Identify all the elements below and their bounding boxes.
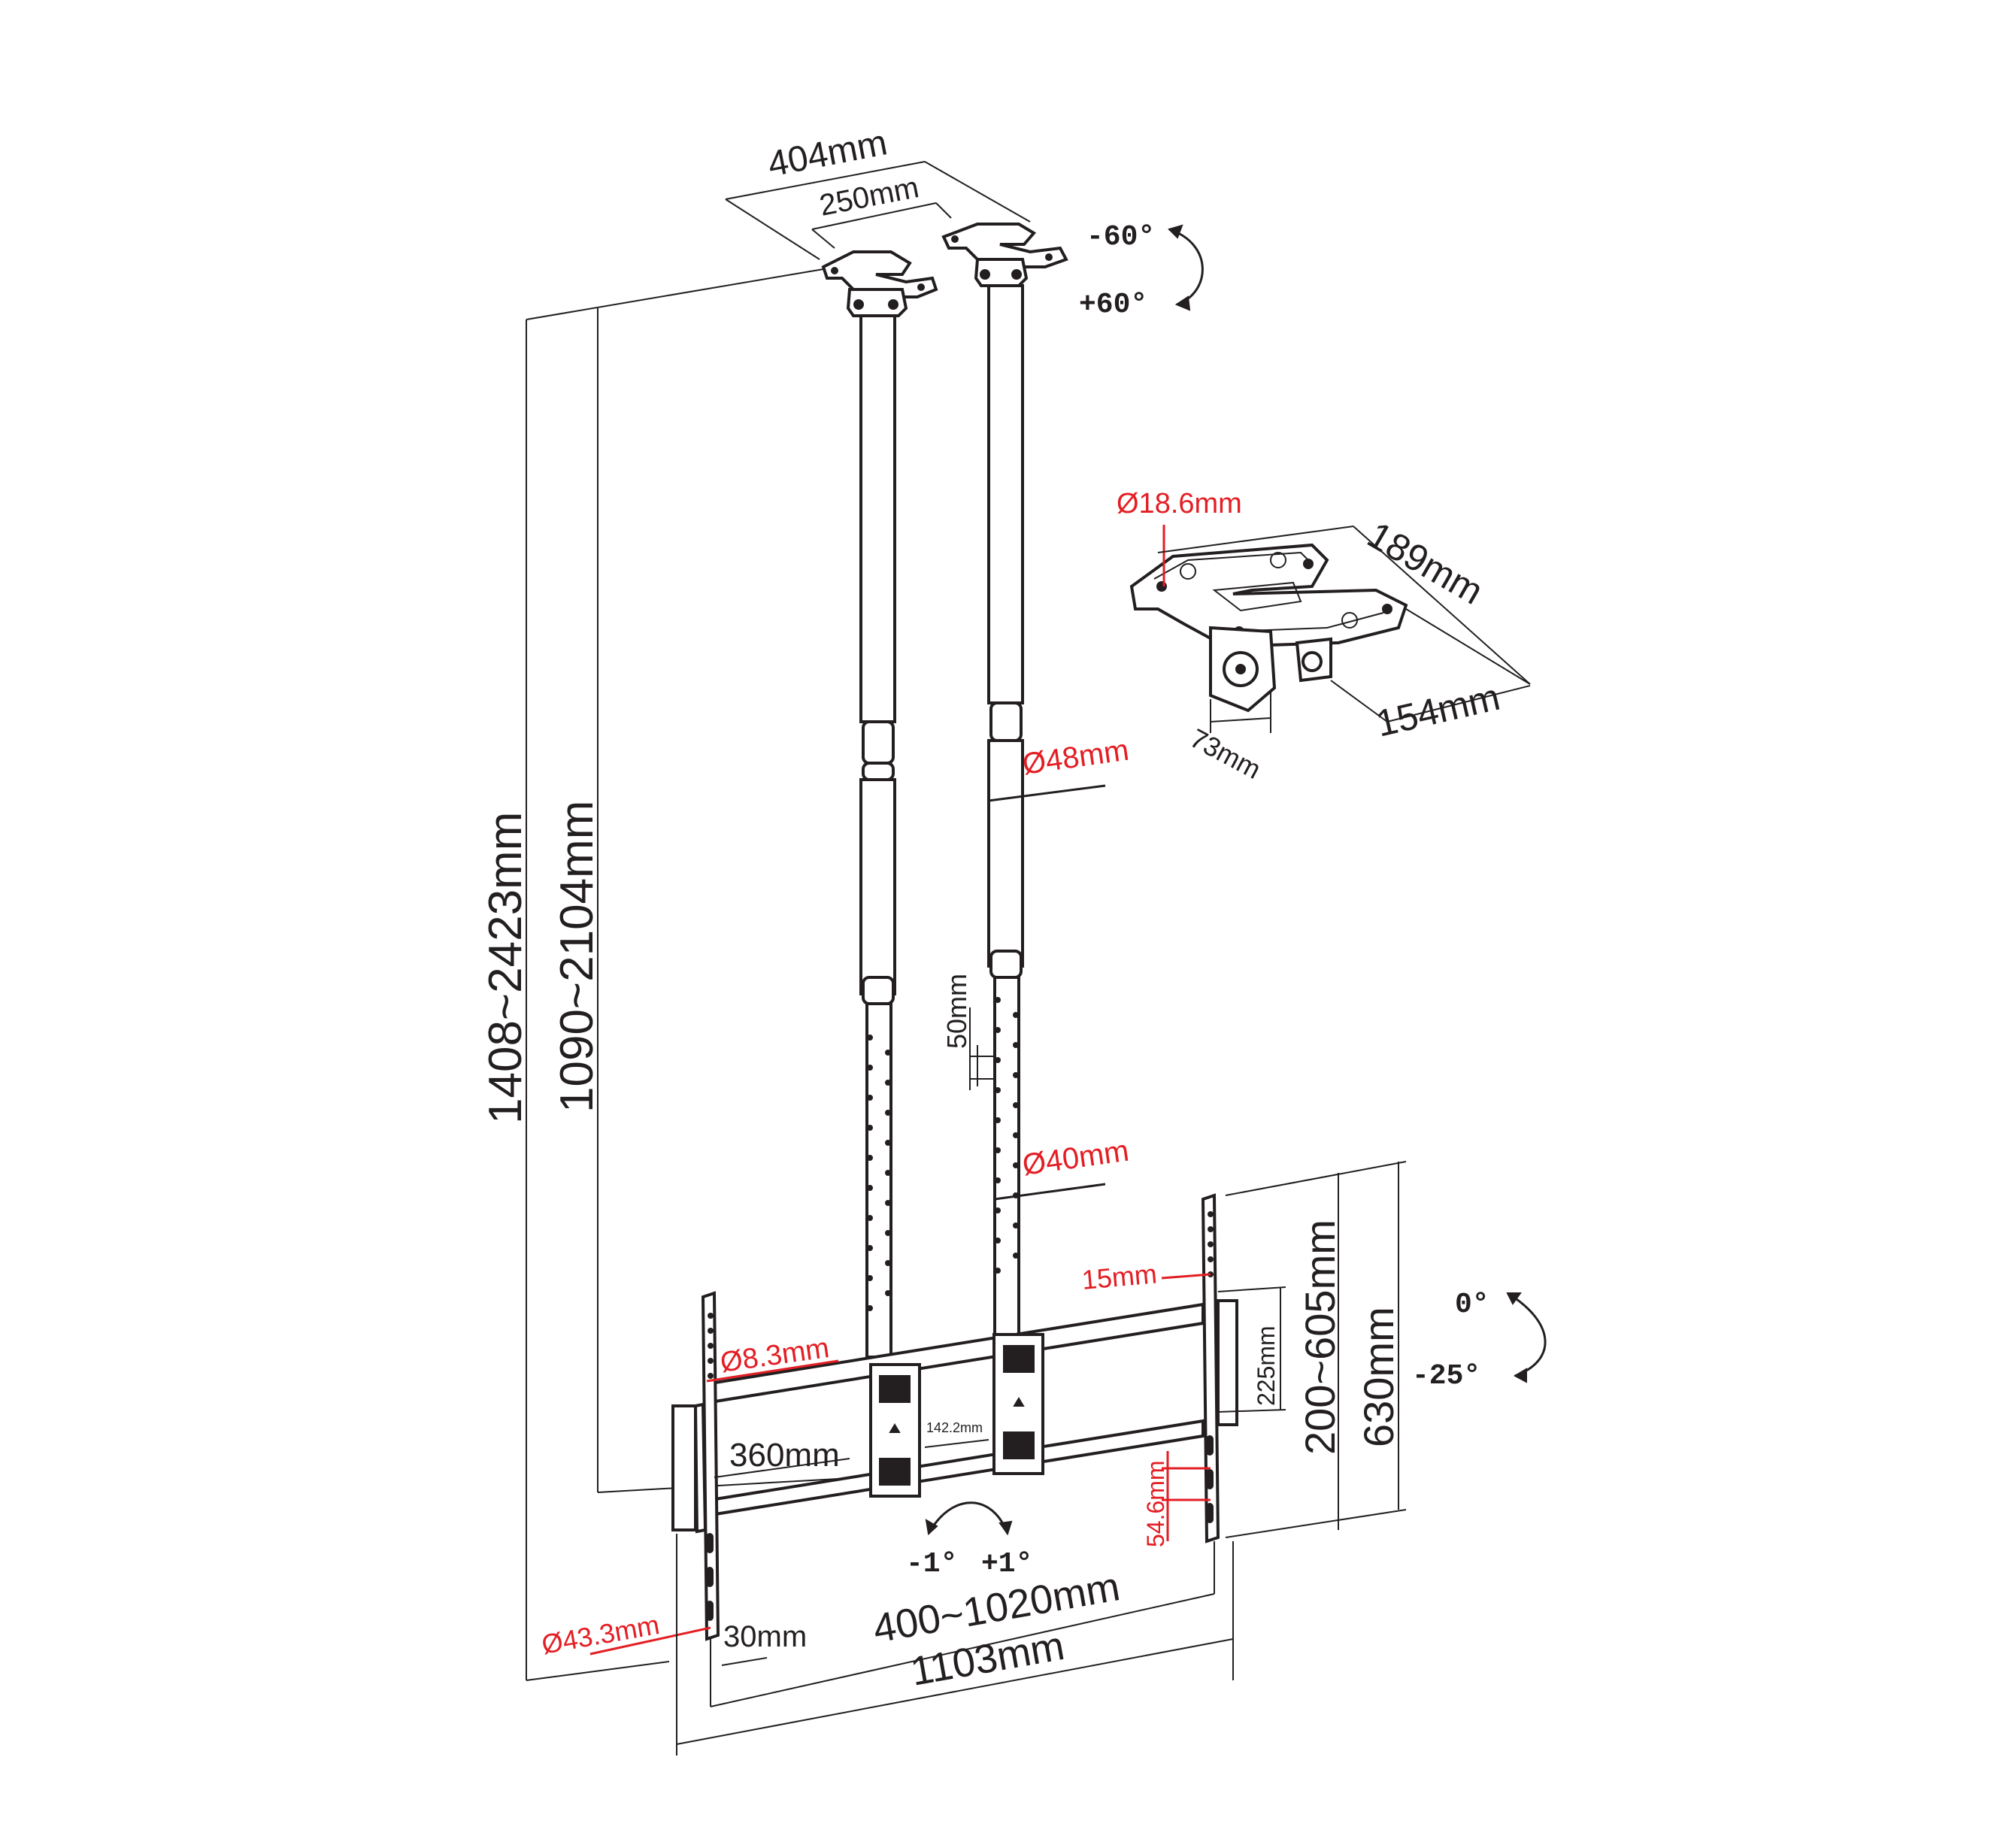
left-arm-slots — [706, 1313, 714, 1621]
level-left-label: -1° — [906, 1548, 957, 1580]
right-dimensions: 225mm 200~605mm 630mm — [1217, 1161, 1407, 1538]
tilt-top-label: 0° — [1455, 1289, 1489, 1321]
hole-step-dimension: 50mm — [941, 974, 995, 1090]
pole-right — [987, 284, 1024, 1340]
detail-width-label: 154mm — [1372, 676, 1504, 745]
tv-bracket — [671, 1193, 1238, 1641]
ceiling-plate-right — [941, 223, 1068, 287]
upper-diameter-label: Ø48mm — [1020, 734, 1131, 781]
pole-height-dimension: 1090~2104mm — [551, 308, 865, 1493]
total-height-dimension: 1408~2423mm — [480, 268, 824, 1681]
pole-left — [859, 314, 896, 1359]
pole-left-holes — [867, 1035, 891, 1311]
detail-ceiling-plate: Ø18.6mm — [1117, 488, 1408, 713]
hole-step-label: 50mm — [941, 974, 972, 1049]
rail-spacing-label: 360mm — [729, 1437, 840, 1474]
detail-height-label: 73mm — [1185, 723, 1266, 785]
swivel-top-label: -60° — [1086, 221, 1155, 253]
swivel-indicator: -60° +60° — [1079, 221, 1204, 321]
pole-spacing-label: 142.2mm — [926, 1420, 983, 1435]
ceiling-plate-left — [821, 250, 938, 317]
arm-height-label: 630mm — [1355, 1307, 1402, 1447]
vesa-vertical-label: 200~605mm — [1296, 1219, 1344, 1455]
tilt-bottom-label: -25° — [1412, 1360, 1480, 1392]
swivel-bottom-label: +60° — [1079, 289, 1147, 321]
width-outer-label: 404mm — [765, 123, 890, 185]
tilt-indicator: 0° -25° — [1412, 1289, 1547, 1392]
depth-label: 30mm — [723, 1620, 807, 1653]
slot-length-label: 225mm — [1253, 1325, 1280, 1406]
detail-hole-label: Ø18.6mm — [1117, 488, 1242, 520]
arm-spacing-label: 15mm — [1080, 1258, 1158, 1295]
slot-pitch-label: 54.6mm — [1142, 1460, 1169, 1547]
level-indicator: -1° +1° — [906, 1501, 1032, 1580]
level-right-label: +1° — [981, 1548, 1032, 1580]
lower-diameter-label: Ø40mm — [1020, 1135, 1131, 1182]
total-height-label: 1408~2423mm — [480, 812, 532, 1124]
pole-height-label: 1090~2104mm — [551, 801, 603, 1113]
